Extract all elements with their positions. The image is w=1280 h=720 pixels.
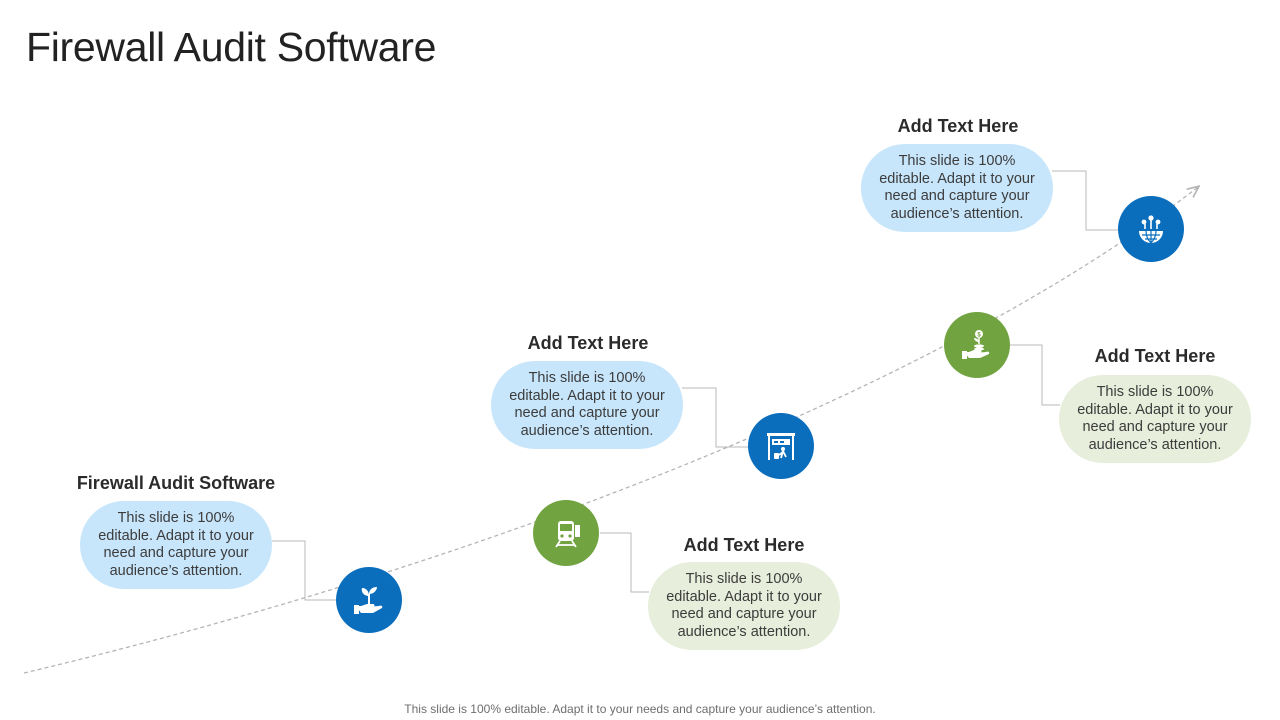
step-3-node bbox=[748, 413, 814, 479]
station-traveler-icon bbox=[767, 433, 795, 460]
step-3-bubble: This slide is 100% editable. Adapt it to… bbox=[491, 361, 683, 449]
step-2-node bbox=[533, 500, 599, 566]
growth-curve bbox=[23, 187, 1198, 674]
step-1-title: Firewall Audit Software bbox=[76, 473, 276, 493]
step-2-title: Add Text Here bbox=[683, 535, 805, 555]
step-3-title: Add Text Here bbox=[527, 333, 649, 353]
connector-1 bbox=[272, 540, 336, 601]
connector-2 bbox=[600, 532, 649, 593]
step-1-bubble: This slide is 100% editable. Adapt it to… bbox=[80, 501, 272, 589]
connector-4 bbox=[1010, 344, 1060, 406]
globe-network-icon bbox=[1139, 215, 1163, 244]
hand-money-plant-icon: $ bbox=[962, 330, 990, 359]
svg-text:$: $ bbox=[977, 333, 981, 339]
step-5-bubble: This slide is 100% editable. Adapt it to… bbox=[861, 144, 1053, 232]
step-2-body: This slide is 100% editable. Adapt it to… bbox=[666, 571, 822, 640]
step-5-title: Add Text Here bbox=[897, 116, 1019, 136]
step-3-body: This slide is 100% editable. Adapt it to… bbox=[509, 370, 665, 439]
step-5-node bbox=[1118, 196, 1184, 262]
step-4-title: Add Text Here bbox=[1094, 346, 1216, 366]
page-title: Firewall Audit Software bbox=[26, 24, 437, 70]
hand-plant-icon bbox=[354, 587, 383, 614]
step-1-body: This slide is 100% editable. Adapt it to… bbox=[98, 510, 254, 579]
step-4-body: This slide is 100% editable. Adapt it to… bbox=[1077, 384, 1233, 453]
connector-5 bbox=[1052, 170, 1118, 231]
train-icon bbox=[555, 521, 580, 548]
step-1-node bbox=[336, 567, 402, 633]
footer-note: This slide is 100% editable. Adapt it to… bbox=[404, 702, 876, 716]
connector-3 bbox=[682, 387, 748, 448]
step-2-bubble: This slide is 100% editable. Adapt it to… bbox=[648, 562, 840, 650]
step-4-bubble: This slide is 100% editable. Adapt it to… bbox=[1059, 375, 1251, 463]
step-4-node: $ bbox=[944, 312, 1010, 378]
step-5-body: This slide is 100% editable. Adapt it to… bbox=[879, 153, 1035, 222]
